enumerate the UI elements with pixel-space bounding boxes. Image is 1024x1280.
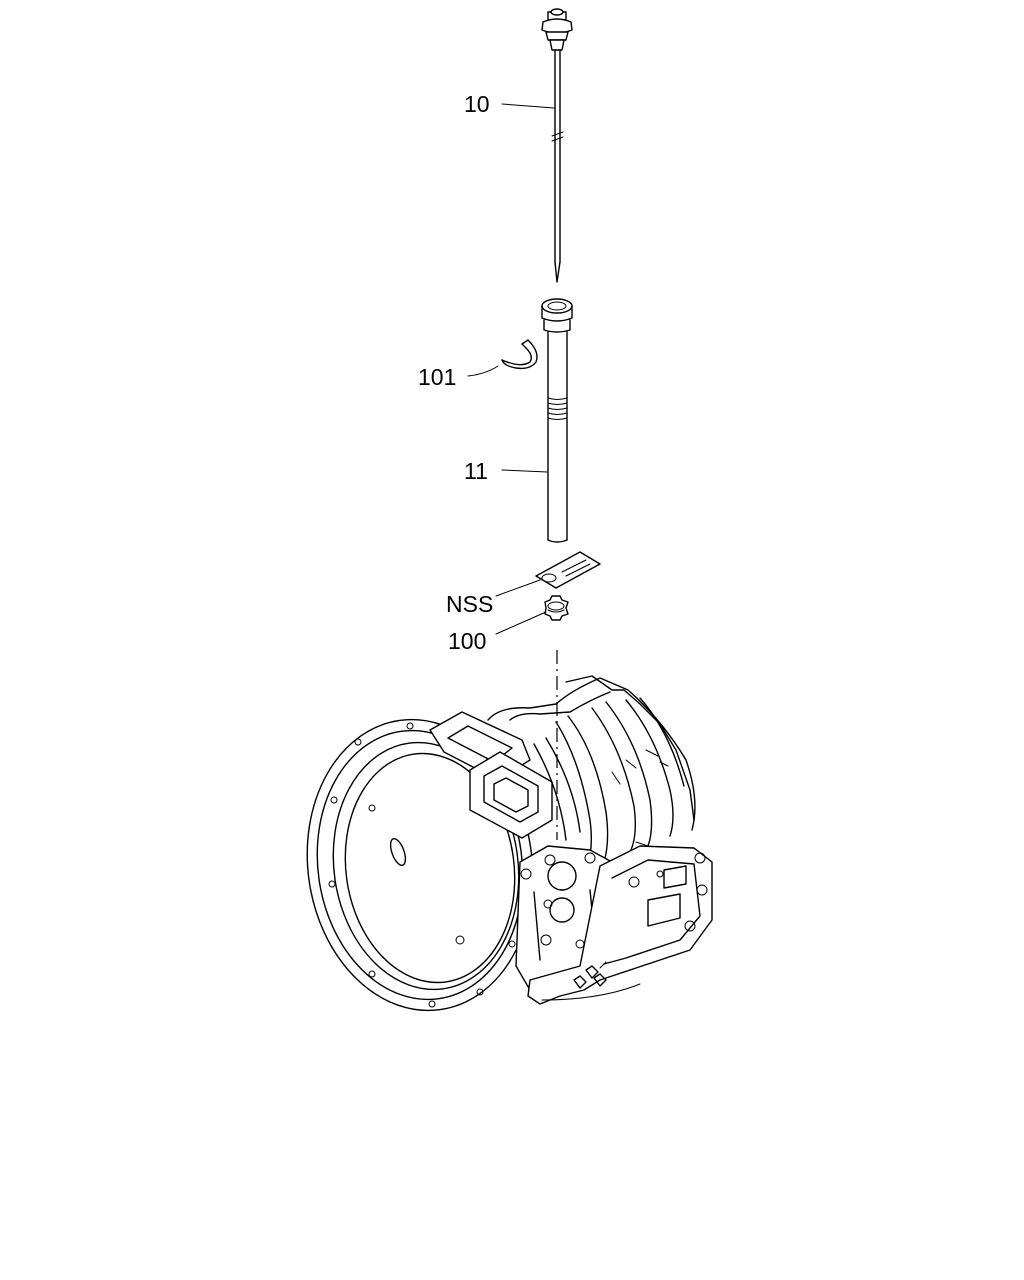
leader-100 (495, 611, 547, 635)
tube-icon (541, 298, 573, 543)
callout-nss: NSS (446, 591, 493, 617)
gasket-icon (535, 551, 601, 589)
callout-101: 101 (418, 364, 456, 390)
lock-nut-icon (544, 595, 569, 621)
callout-11: 11 (464, 458, 488, 484)
callout-100: 100 (448, 628, 486, 654)
leader-101 (467, 365, 499, 377)
clip-icon (501, 339, 538, 370)
callout-10: 10 (464, 91, 490, 117)
leader-11 (501, 469, 548, 473)
transmission-housing-icon (306, 675, 713, 1012)
dipstick-icon (541, 8, 573, 283)
leader-10 (501, 103, 555, 109)
leader-nss (495, 579, 541, 597)
